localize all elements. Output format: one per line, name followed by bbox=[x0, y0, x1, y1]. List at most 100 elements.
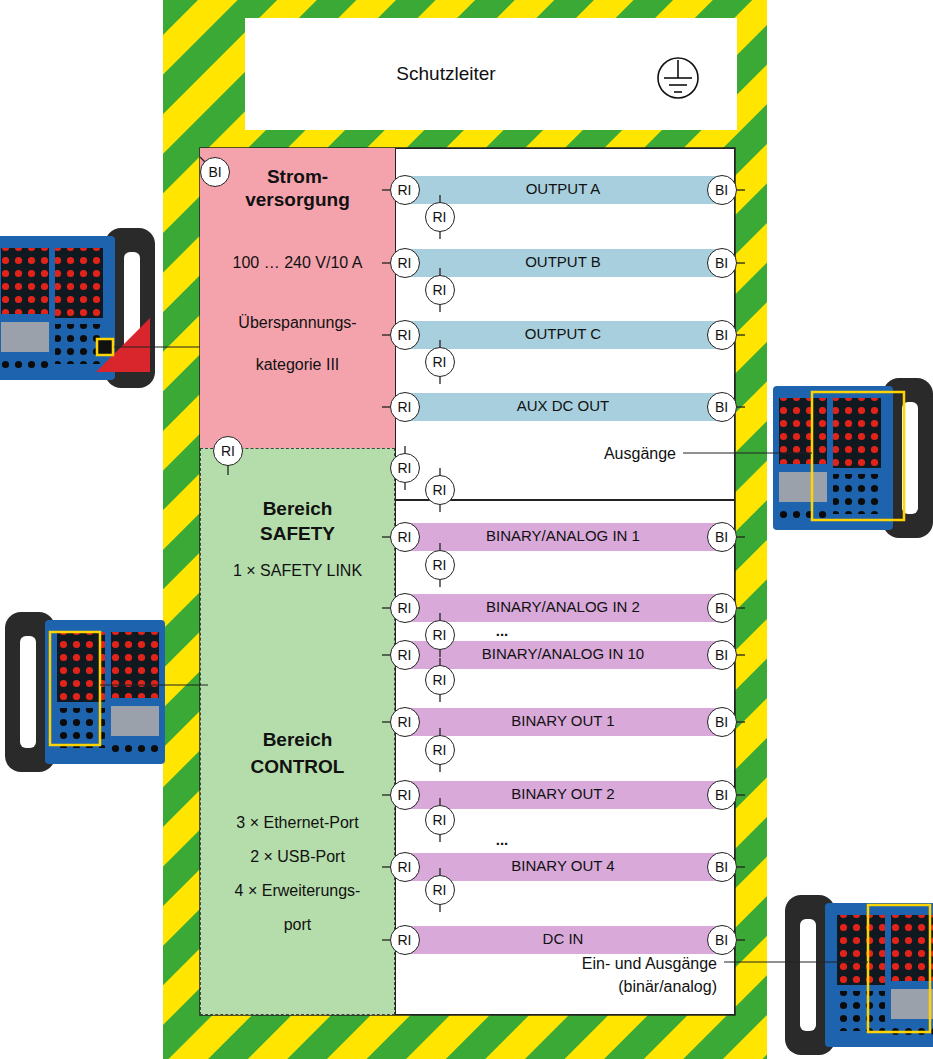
terminal-tick bbox=[439, 650, 440, 657]
terminal-code: RI bbox=[398, 933, 412, 947]
terminal-tick bbox=[439, 543, 440, 550]
leader-line bbox=[100, 347, 868, 962]
port-name: BINARY/ANALOG IN 10 bbox=[482, 646, 644, 663]
port-band: OUTPUT A bbox=[405, 176, 722, 204]
terminal-marker: RI bbox=[390, 707, 420, 737]
terminal-marker: RI bbox=[390, 593, 420, 623]
terminal-code: BI bbox=[715, 715, 728, 729]
terminal-tick bbox=[737, 866, 745, 867]
terminal-marker: BI bbox=[707, 320, 737, 350]
terminal-tick bbox=[439, 580, 440, 587]
terminal-tick bbox=[737, 334, 745, 335]
terminal-code: RI bbox=[398, 400, 412, 414]
port-band: BINARY OUT 2 bbox=[405, 781, 722, 809]
terminal-code: BI bbox=[715, 183, 728, 197]
device-photo bbox=[5, 612, 165, 772]
port-name: BINARY OUT 1 bbox=[511, 713, 614, 730]
terminal-code: RI bbox=[433, 483, 447, 497]
terminal-code: RI bbox=[433, 558, 447, 572]
terminal-tick bbox=[439, 468, 440, 475]
terminal-code: RI bbox=[398, 648, 412, 662]
terminal-tick bbox=[737, 607, 745, 608]
terminal-tick bbox=[737, 939, 745, 940]
terminal-marker: RI bbox=[390, 925, 420, 955]
port-name: DC IN bbox=[543, 931, 584, 948]
ellipsis-mark: ... bbox=[496, 833, 509, 847]
terminal-code: RI bbox=[398, 788, 412, 802]
terminal-tick bbox=[227, 466, 228, 475]
box-text: 2 × USB-Port bbox=[223, 840, 373, 874]
port-name: BINARY OUT 2 bbox=[511, 786, 614, 803]
terminal-marker: RI bbox=[425, 550, 455, 580]
port-name: OUTPUT C bbox=[525, 326, 601, 343]
terminal-marker: RI bbox=[390, 522, 420, 552]
terminal-tick bbox=[439, 268, 440, 275]
terminal-tick bbox=[382, 654, 390, 655]
terminal-code: BI bbox=[715, 933, 728, 947]
terminal-tick bbox=[439, 613, 440, 620]
terminal-code: BI bbox=[715, 400, 728, 414]
terminal-marker: BI bbox=[707, 852, 737, 882]
terminal-tick bbox=[200, 157, 205, 162]
terminal-tick bbox=[737, 654, 745, 655]
port-band: OUTPUT C bbox=[405, 321, 722, 349]
terminal-code: RI bbox=[433, 813, 447, 827]
terminal-tick bbox=[382, 536, 390, 537]
terminal-code: BI bbox=[715, 530, 728, 544]
terminal-marker: BI bbox=[707, 175, 737, 205]
terminal-marker: RI bbox=[425, 805, 455, 835]
terminal-ticks bbox=[200, 157, 745, 940]
port-name: BINARY/ANALOG IN 1 bbox=[486, 528, 640, 545]
terminal-marker: RI bbox=[425, 475, 455, 505]
port-name: OUTPUT B bbox=[525, 254, 601, 271]
panel-region: RI BINARY/ANALOG IN 1 BI RI RI BINARY/ANALOG … bbox=[395, 500, 735, 1015]
terminal-tick bbox=[439, 905, 440, 912]
port-band: BINARY OUT 4 bbox=[405, 853, 722, 881]
terminal-tick bbox=[737, 189, 745, 190]
box-text: Strom- versorgung bbox=[233, 165, 363, 211]
box-text: 3 × Ethernet-Port bbox=[223, 806, 373, 840]
terminal-code: RI bbox=[398, 461, 412, 475]
terminal-marker: BI bbox=[707, 593, 737, 623]
terminal-tick bbox=[737, 721, 745, 722]
terminal-code: BI bbox=[715, 648, 728, 662]
terminal-marker: BI bbox=[707, 780, 737, 810]
terminal-code: RI bbox=[398, 183, 412, 197]
terminal-tick bbox=[404, 483, 405, 490]
box-text: Bereich SAFETY bbox=[233, 496, 363, 546]
port-name: BINARY/ANALOG IN 2 bbox=[486, 599, 640, 616]
terminal-tick bbox=[382, 866, 390, 867]
protective-frame bbox=[163, 0, 767, 1059]
terminal-marker: BI bbox=[707, 392, 737, 422]
terminal-marker: RI bbox=[390, 852, 420, 882]
terminal-code: RI bbox=[433, 355, 447, 369]
terminal-marker: BI bbox=[707, 707, 737, 737]
port-name: OUTPUT A bbox=[526, 181, 601, 198]
terminal-tick bbox=[439, 377, 440, 384]
terminal-code: RI bbox=[398, 860, 412, 874]
port-band: BINARY/ANALOG IN 1 bbox=[405, 523, 722, 551]
terminal-tick bbox=[439, 505, 440, 512]
terminal-tick bbox=[404, 446, 405, 453]
box-text: 1 × SAFETY LINK bbox=[223, 560, 373, 582]
terminal-marker: RI bbox=[390, 640, 420, 670]
terminal-tick bbox=[439, 305, 440, 312]
device-photo bbox=[773, 378, 933, 538]
port-band: BINARY/ANALOG IN 2 bbox=[405, 594, 722, 622]
terminal-marker: RI bbox=[390, 453, 420, 483]
port-name: BINARY OUT 4 bbox=[511, 858, 614, 875]
box-text: Bereich CONTROL bbox=[233, 726, 363, 780]
terminal-code: RI bbox=[398, 715, 412, 729]
terminal-code: RI bbox=[433, 283, 447, 297]
terminal-code: RI bbox=[433, 628, 447, 642]
ellipsis-mark: ... bbox=[496, 624, 509, 638]
terminal-code: RI bbox=[433, 743, 447, 757]
terminal-tick bbox=[439, 232, 440, 239]
terminal-code: RI bbox=[398, 256, 412, 270]
port-band: AUX DC OUT bbox=[405, 393, 722, 421]
terminal-tick bbox=[439, 765, 440, 772]
area-caption: Ausgänge bbox=[576, 443, 676, 465]
terminal-tick bbox=[382, 262, 390, 263]
